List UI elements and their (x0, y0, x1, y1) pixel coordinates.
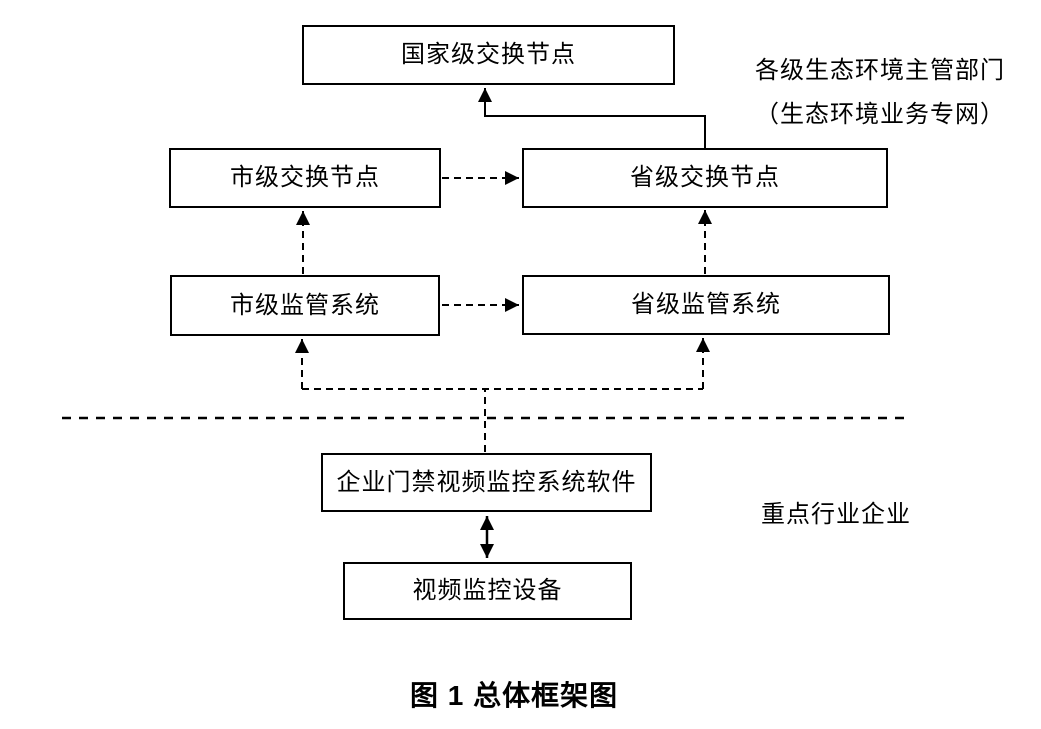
node-provincial-supervision-label: 省级监管系统 (631, 292, 781, 318)
node-city-exchange-label: 市级交换节点 (230, 165, 380, 191)
figure-caption: 图 1 总体框架图 (410, 680, 619, 711)
node-provincial-exchange-label: 省级交换节点 (630, 165, 780, 191)
government-zone-annotation-line1: 各级生态环境主管部门 (755, 58, 1005, 84)
government-zone-annotation-line2: （生态环境业务专网） (755, 102, 1005, 128)
node-enterprise-software: 企业门禁视频监控系统软件 (321, 453, 652, 512)
node-enterprise-software-label: 企业门禁视频监控系统软件 (336, 469, 637, 496)
node-provincial-supervision: 省级监管系统 (522, 275, 890, 335)
node-city-exchange: 市级交换节点 (169, 148, 441, 208)
government-zone-annotation: 各级生态环境主管部门 （生态环境业务专网） (715, 49, 1041, 137)
arrow-provincial-to-national (478, 88, 706, 149)
enterprise-zone-annotation: 重点行业企业 (761, 502, 911, 528)
node-national-exchange-label: 国家级交换节点 (401, 42, 576, 68)
node-city-supervision: 市级监管系统 (170, 275, 440, 336)
node-national-exchange: 国家级交换节点 (302, 25, 675, 85)
node-video-device-label: 视频监控设备 (412, 578, 563, 604)
node-provincial-exchange: 省级交换节点 (522, 148, 888, 208)
node-city-supervision-label: 市级监管系统 (230, 292, 380, 319)
node-video-device: 视频监控设备 (343, 562, 632, 620)
